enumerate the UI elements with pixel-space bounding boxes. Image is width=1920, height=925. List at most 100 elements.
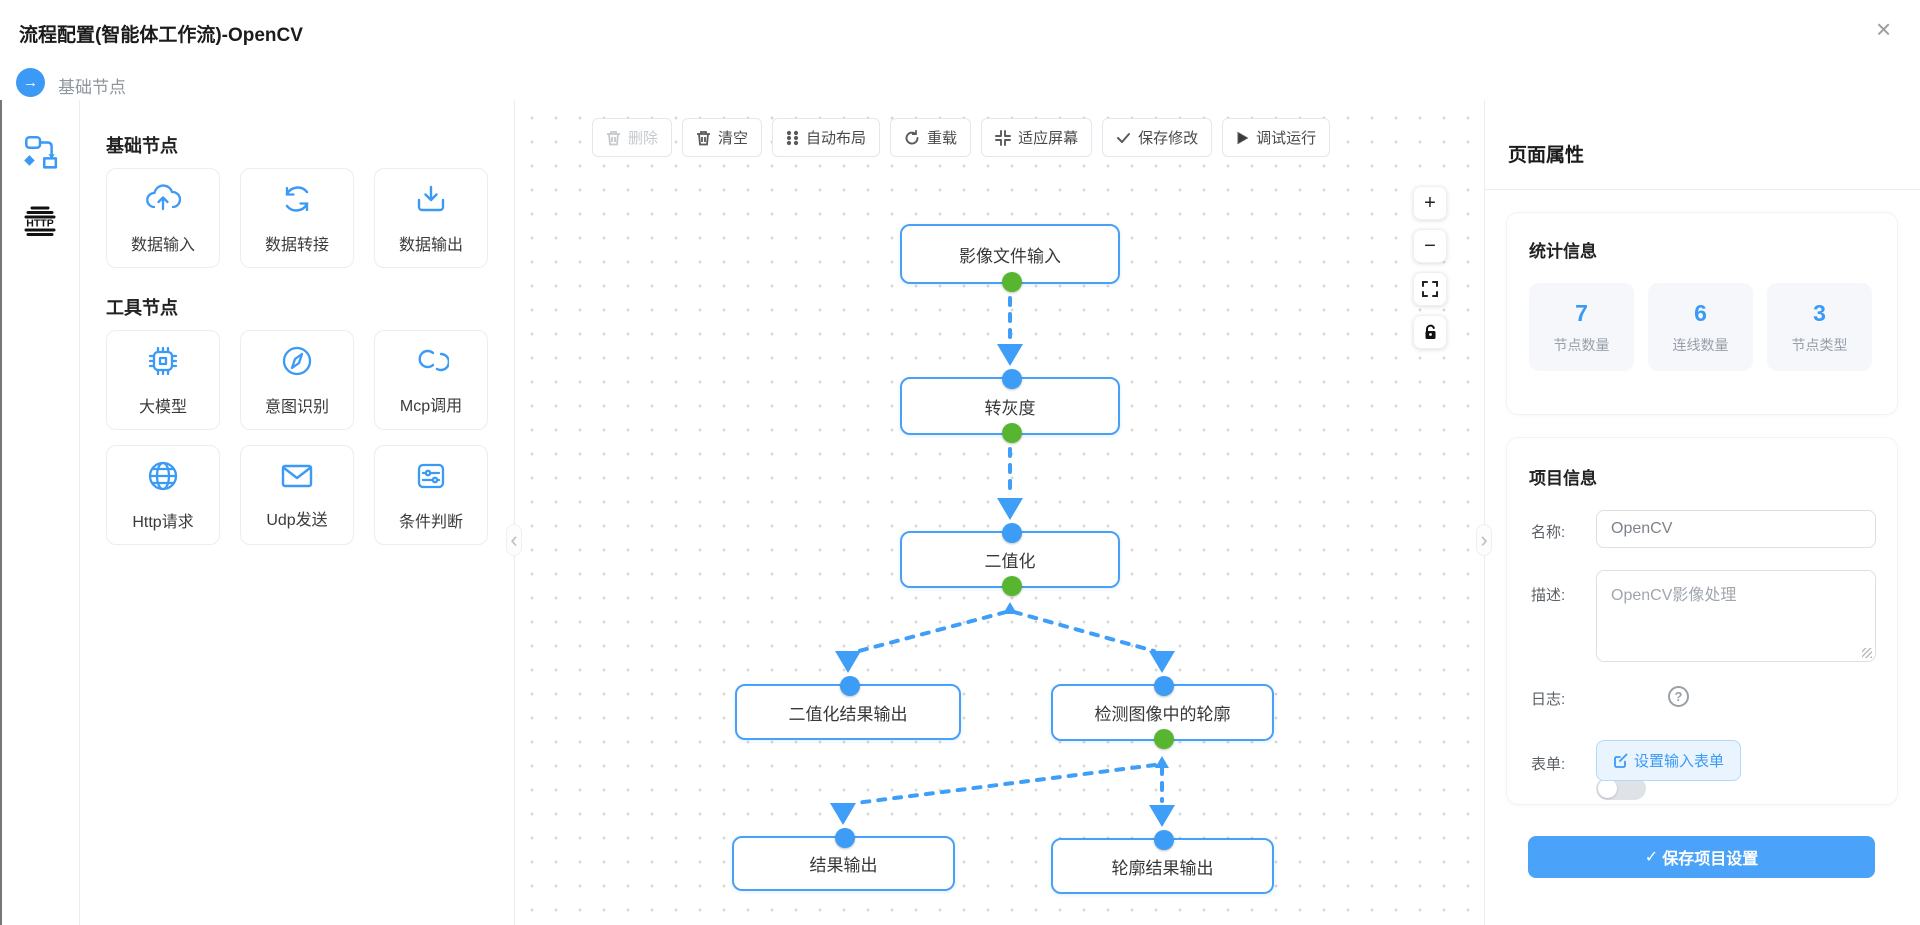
project-desc-textarea[interactable]: OpenCV影像处理 — [1596, 570, 1876, 662]
node-image-file-input[interactable]: 影像文件输入 — [900, 224, 1120, 292]
fit-view-button[interactable] — [1413, 272, 1447, 306]
palette-item-data-transfer[interactable]: 数据转接 — [240, 168, 354, 268]
reload-button[interactable]: 重载 — [890, 118, 972, 157]
output-port[interactable] — [1002, 423, 1022, 443]
output-port[interactable] — [1002, 576, 1022, 596]
input-port[interactable] — [1002, 523, 1022, 543]
mail-icon — [279, 461, 315, 496]
debug-run-button[interactable]: 调试运行 — [1222, 118, 1331, 157]
http-text: HTTP — [26, 218, 53, 230]
name-label: 名称: — [1531, 524, 1566, 541]
palette-item-label: 意图识别 — [264, 398, 329, 416]
node-detect-contours[interactable]: 检测图像中的轮廓 — [1051, 676, 1274, 749]
zoom-in-button[interactable]: + — [1413, 186, 1447, 220]
project-desc-value: OpenCV影像处理 — [1611, 587, 1737, 604]
stats-card: 统计信息 7 节点数量 6 连线数量 3 节点类型 — [1506, 212, 1898, 415]
form-button-label: 设置输入表单 — [1634, 753, 1725, 770]
node-result-output[interactable]: 结果输出 — [732, 828, 955, 891]
reload-icon — [905, 129, 919, 144]
zoom-out-button[interactable]: − — [1413, 229, 1447, 263]
input-port[interactable] — [1154, 830, 1174, 850]
stat-value: 3 — [1813, 299, 1826, 326]
close-icon[interactable]: × — [1876, 14, 1892, 44]
check-icon — [1117, 133, 1131, 143]
stat-value: 6 — [1694, 299, 1707, 326]
properties-title: 页面属性 — [1508, 145, 1585, 166]
collapse-left-panel-handle[interactable]: ‹ — [506, 524, 522, 556]
project-card: 项目信息 名称: OpenCV 描述: OpenCV影像处理 日志: ? 表单:… — [1506, 437, 1898, 805]
check-icon: ✓ — [1644, 849, 1659, 866]
palette-item-label: 条件判断 — [398, 513, 463, 531]
input-port[interactable] — [1154, 676, 1174, 696]
breadcrumb-arrow-icon[interactable]: → — [16, 68, 45, 97]
save-changes-button[interactable]: 保存修改 — [1102, 118, 1213, 157]
palette-item-label: 数据输出 — [398, 236, 463, 254]
canvas-panel-divider — [1484, 100, 1485, 925]
grid-dots-icon — [786, 130, 799, 145]
node-label: 二值化 — [984, 552, 1036, 571]
properties-divider — [1484, 189, 1920, 190]
save-project-button[interactable]: ✓ 保存项目设置 — [1528, 836, 1875, 878]
compass-icon — [280, 344, 314, 383]
page-title: 流程配置(智能体工作流)-OpenCV — [19, 25, 303, 46]
delete-button[interactable]: 删除 — [592, 118, 673, 157]
stat-node-count: 7 节点数量 — [1529, 283, 1634, 371]
stats-title: 统计信息 — [1529, 242, 1597, 261]
input-port[interactable] — [1002, 369, 1022, 389]
project-name-input[interactable]: OpenCV — [1596, 510, 1876, 548]
output-port[interactable] — [1002, 272, 1022, 292]
project-name-value: OpenCV — [1611, 520, 1673, 537]
input-port[interactable] — [840, 676, 860, 696]
collapse-right-panel-handle[interactable]: › — [1476, 524, 1492, 556]
rail-flow-nodes-icon[interactable] — [18, 130, 62, 174]
fit-view-icon — [1422, 281, 1438, 297]
desc-label: 描述: — [1531, 587, 1566, 604]
palette-item-intent[interactable]: 意图识别 — [240, 330, 354, 430]
trash-icon — [697, 130, 711, 145]
lock-button[interactable] — [1413, 315, 1447, 349]
node-label: 检测图像中的轮廓 — [1094, 705, 1231, 724]
node-label: 影像文件输入 — [959, 246, 1061, 266]
node-binarize[interactable]: 二值化 — [900, 523, 1120, 596]
resize-grip[interactable] — [1862, 648, 1872, 658]
cloud-upload-icon — [145, 182, 182, 221]
node-contour-result-output[interactable]: 轮廓结果输出 — [1051, 830, 1274, 894]
auto-layout-button[interactable]: 自动布局 — [772, 118, 881, 157]
palette-item-data-input[interactable]: 数据输入 — [106, 168, 220, 268]
palette-item-llm[interactable]: 大模型 — [106, 330, 220, 430]
toggle-knob — [1598, 779, 1617, 798]
download-icon — [414, 182, 448, 221]
palette-item-label: Udp发送 — [266, 511, 328, 529]
output-port[interactable] — [1154, 729, 1174, 749]
palette-item-http[interactable]: Http请求 — [106, 445, 220, 545]
rail-http-icon[interactable]: HTTP — [18, 198, 62, 242]
palette-item-udp[interactable]: Udp发送 — [240, 445, 354, 545]
palette-section-title-basic: 基础节点 — [106, 136, 178, 156]
palette-tool-cards: 大模型 意图识别 Mcp调用 Http请求 — [106, 330, 488, 545]
help-icon[interactable]: ? — [1668, 686, 1689, 707]
edit-icon — [1614, 753, 1628, 768]
palette-item-data-output[interactable]: 数据输出 — [374, 168, 488, 268]
log-toggle[interactable] — [1596, 777, 1646, 800]
zoom-controls: + − — [1413, 186, 1447, 349]
save-button-label: 保存项目设置 — [1662, 851, 1759, 868]
node-binarize-result-output[interactable]: 二值化结果输出 — [735, 676, 961, 740]
project-title: 项目信息 — [1529, 469, 1597, 488]
set-input-form-button[interactable]: 设置输入表单 — [1596, 740, 1742, 781]
palette-basic-cards: 数据输入 数据转接 数据输出 — [106, 168, 488, 268]
flow-canvas[interactable]: 删除 清空 自动布局 重载 适应屏幕 保存修改 调试运行 — [514, 100, 1484, 925]
palette-item-mcp[interactable]: Mcp调用 — [374, 330, 488, 430]
node-label: 轮廓结果输出 — [1111, 858, 1214, 878]
modal-left-edge — [0, 100, 2, 925]
stat-value: 7 — [1575, 299, 1588, 326]
form-label: 表单: — [1531, 756, 1566, 773]
sliders-icon — [414, 459, 448, 498]
palette-item-label: 数据输入 — [130, 236, 195, 254]
fit-screen-button[interactable]: 适应屏幕 — [981, 118, 1093, 157]
input-port[interactable] — [835, 828, 855, 848]
node-to-grayscale[interactable]: 转灰度 — [900, 369, 1120, 443]
palette-item-label: Mcp调用 — [399, 397, 463, 415]
breadcrumb: 基础节点 — [58, 78, 126, 97]
palette-item-condition[interactable]: 条件判断 — [374, 445, 488, 545]
clear-button[interactable]: 清空 — [682, 118, 763, 157]
